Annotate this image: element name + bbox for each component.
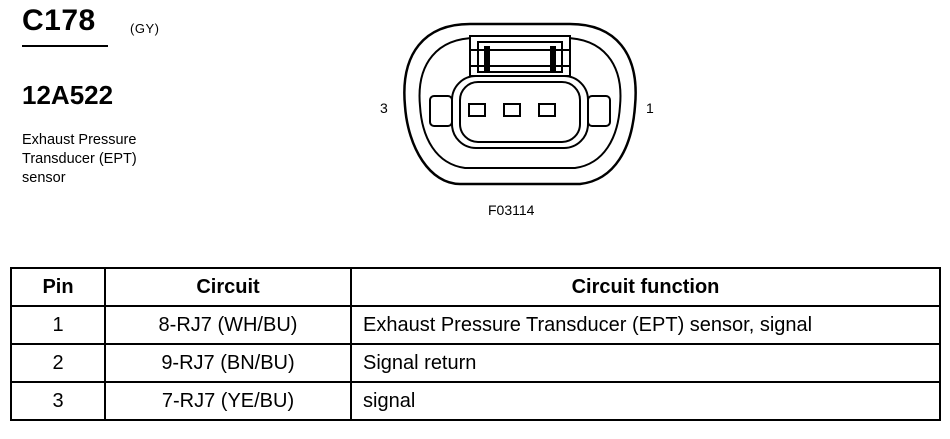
- header-circuit-function: Circuit function: [350, 267, 941, 307]
- connector-id: C178: [22, 4, 96, 37]
- cell-pin: 1: [10, 305, 106, 345]
- part-number: 12A522: [22, 80, 114, 110]
- pin-cavity-1: [538, 103, 556, 117]
- table-row: 2 9-RJ7 (BN/BU) Signal return: [10, 343, 941, 383]
- connector-outer-housing: [403, 22, 637, 186]
- table-row: 3 7-RJ7 (YE/BU) signal: [10, 381, 941, 421]
- header-circuit: Circuit: [104, 267, 352, 307]
- cell-function: Signal return: [350, 343, 941, 383]
- pinout-table: Pin Circuit Circuit function 1 8-RJ7 (WH…: [10, 267, 941, 421]
- figure-code: F03114: [488, 202, 535, 218]
- pin-cavity-3: [468, 103, 486, 117]
- description-line: sensor: [22, 170, 66, 186]
- cell-pin: 3: [10, 381, 106, 421]
- locking-tab: [469, 35, 571, 77]
- description-line: Exhaust Pressure: [22, 132, 137, 148]
- pin-end-label-left: 3: [380, 100, 388, 116]
- component-description: Exhaust Pressure Transducer (EPT) sensor: [22, 131, 222, 188]
- connector-face-drawing: [403, 22, 637, 186]
- cell-circuit: 8-RJ7 (WH/BU): [104, 305, 352, 345]
- cell-pin: 2: [10, 343, 106, 383]
- connector-id-underline: [22, 45, 108, 47]
- cell-circuit: 7-RJ7 (YE/BU): [104, 381, 352, 421]
- connector-inner-housing: [418, 37, 622, 169]
- cell-function: Exhaust Pressure Transducer (EPT) sensor…: [350, 305, 941, 345]
- cell-function: signal: [350, 381, 941, 421]
- left-side-guide: [429, 95, 453, 127]
- connector-color-code: (GY): [130, 21, 160, 36]
- header-pin: Pin: [10, 267, 106, 307]
- pin-cavity-2: [503, 103, 521, 117]
- right-side-guide: [587, 95, 611, 127]
- pin-end-label-right: 1: [646, 100, 654, 116]
- table-row: 1 8-RJ7 (WH/BU) Exhaust Pressure Transdu…: [10, 305, 941, 345]
- cell-circuit: 9-RJ7 (BN/BU): [104, 343, 352, 383]
- description-line: Transducer (EPT): [22, 151, 137, 167]
- table-header-row: Pin Circuit Circuit function: [10, 267, 941, 307]
